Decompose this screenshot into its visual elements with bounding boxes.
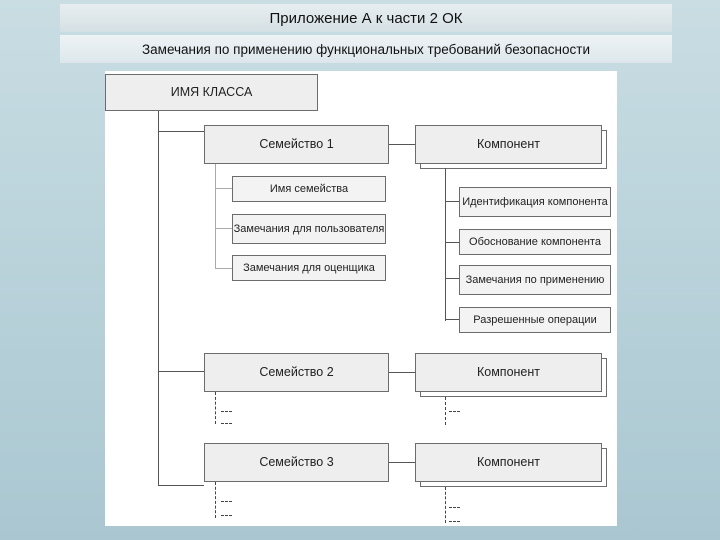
component-3-box: Компонент bbox=[415, 443, 602, 482]
family-2-connector bbox=[158, 371, 204, 372]
trunk-line bbox=[158, 111, 159, 486]
family-3-dashed-trunk bbox=[215, 482, 216, 518]
component-1-item-4-label: Разрешенные операции bbox=[473, 313, 597, 326]
component-1-sub-tick-1 bbox=[445, 201, 459, 202]
family-3-dash-2 bbox=[221, 515, 232, 516]
component-1-label: Компонент bbox=[476, 137, 541, 152]
family-1-component-link bbox=[389, 144, 415, 145]
slide-title: Приложение А к части 2 ОК bbox=[60, 4, 672, 32]
family-1-box: Семейство 1 bbox=[204, 125, 389, 164]
component-1-item-4: Разрешенные операции bbox=[459, 307, 611, 333]
component-2-dashed-trunk bbox=[445, 397, 446, 425]
family-1-item-3: Замечания для оценщика bbox=[232, 255, 386, 281]
class-name-label: ИМЯ КЛАССА bbox=[170, 85, 253, 100]
family-3-connector bbox=[158, 485, 204, 486]
family-1-sub-trunk bbox=[215, 164, 216, 269]
family-2-dash-1 bbox=[221, 411, 232, 412]
family-2-label: Семейство 2 bbox=[259, 365, 334, 380]
component-1-sub-tick-2 bbox=[445, 242, 459, 243]
component-3-dash-1 bbox=[449, 507, 460, 508]
component-2-dash-1 bbox=[449, 411, 460, 412]
family-1-connector bbox=[158, 131, 204, 132]
component-3-dash-2 bbox=[449, 521, 460, 522]
component-1-sub-trunk bbox=[445, 168, 446, 321]
family-1-label: Семейство 1 bbox=[259, 137, 334, 152]
class-name-box: ИМЯ КЛАССА bbox=[105, 74, 318, 111]
component-2-box: Компонент bbox=[415, 353, 602, 392]
family-3-component-link bbox=[389, 462, 415, 463]
family-2-dashed-trunk bbox=[215, 392, 216, 424]
slide-subtitle-text: Замечания по применению функциональных т… bbox=[142, 41, 590, 57]
component-2-label: Компонент bbox=[476, 365, 541, 380]
component-1-item-3-label: Замечания по применению bbox=[465, 273, 605, 286]
component-1-sub-tick-4 bbox=[445, 319, 459, 320]
family-1-sub-tick-2 bbox=[215, 228, 232, 229]
component-1-box: Компонент bbox=[415, 125, 602, 164]
component-1-item-2-label: Обоснование компонента bbox=[469, 235, 601, 248]
component-1-item-1: Идентификация компонента bbox=[459, 187, 611, 217]
component-3-label: Компонент bbox=[476, 455, 541, 470]
family-1-item-1: Имя семейства bbox=[232, 176, 386, 202]
component-1-item-2: Обоснование компонента bbox=[459, 229, 611, 255]
family-1-sub-tick-3 bbox=[215, 268, 232, 269]
family-1-sub-tick-1 bbox=[215, 188, 232, 189]
family-1-item-1-label: Имя семейства bbox=[269, 182, 349, 195]
family-1-item-2-label: Замечания для пользователя bbox=[233, 222, 385, 235]
family-3-box: Семейство 3 bbox=[204, 443, 389, 482]
slide-subtitle: Замечания по применению функциональных т… bbox=[60, 35, 672, 63]
family-2-component-link bbox=[389, 372, 415, 373]
component-1-item-3: Замечания по применению bbox=[459, 265, 611, 295]
component-3-dashed-trunk bbox=[445, 487, 446, 523]
family-1-item-3-label: Замечания для оценщика bbox=[243, 261, 375, 274]
family-1-item-2: Замечания для пользователя bbox=[232, 214, 386, 244]
family-2-box: Семейство 2 bbox=[204, 353, 389, 392]
component-1-sub-tick-3 bbox=[445, 278, 459, 279]
family-3-dash-1 bbox=[221, 501, 232, 502]
diagram-canvas: ИМЯ КЛАССА Семейство 1 Компонент Имя сем… bbox=[105, 71, 617, 526]
component-1-item-1-label: Идентификация компонента bbox=[462, 195, 608, 208]
family-2-dash-2 bbox=[221, 423, 232, 424]
family-3-label: Семейство 3 bbox=[259, 455, 334, 470]
slide-title-text: Приложение А к части 2 ОК bbox=[269, 9, 463, 27]
